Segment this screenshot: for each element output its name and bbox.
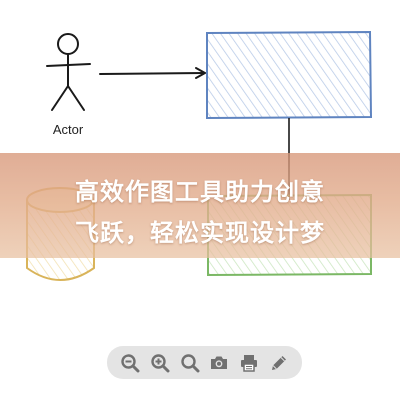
search-icon	[180, 353, 200, 372]
zoom-in-icon	[151, 353, 170, 372]
actor-right-leg	[67, 85, 85, 111]
actor-head	[57, 33, 79, 55]
camera-button[interactable]	[207, 351, 231, 375]
banner-line-1: 高效作图工具助力创意	[75, 178, 325, 206]
connector-arrow	[99, 67, 208, 79]
banner-line-2: 飞跃，轻松实现设计梦	[75, 219, 325, 247]
actor-arms	[46, 63, 91, 67]
promo-banner: 高效作图工具助力创意 飞跃，轻松实现设计梦	[0, 153, 400, 258]
blue-box	[206, 30, 373, 120]
zoom-out-button[interactable]	[118, 351, 142, 375]
camera-icon	[211, 356, 228, 369]
zoom-out-icon	[121, 353, 140, 372]
pencil-icon	[272, 355, 287, 370]
bottom-toolbar	[107, 346, 302, 379]
search-button[interactable]	[178, 351, 202, 375]
actor-figure	[46, 33, 91, 111]
print-icon	[241, 354, 258, 372]
actor-left-leg	[51, 85, 69, 111]
print-button[interactable]	[237, 351, 261, 375]
zoom-in-button[interactable]	[148, 351, 172, 375]
edit-button[interactable]	[267, 351, 291, 375]
actor-label: Actor	[52, 122, 84, 137]
